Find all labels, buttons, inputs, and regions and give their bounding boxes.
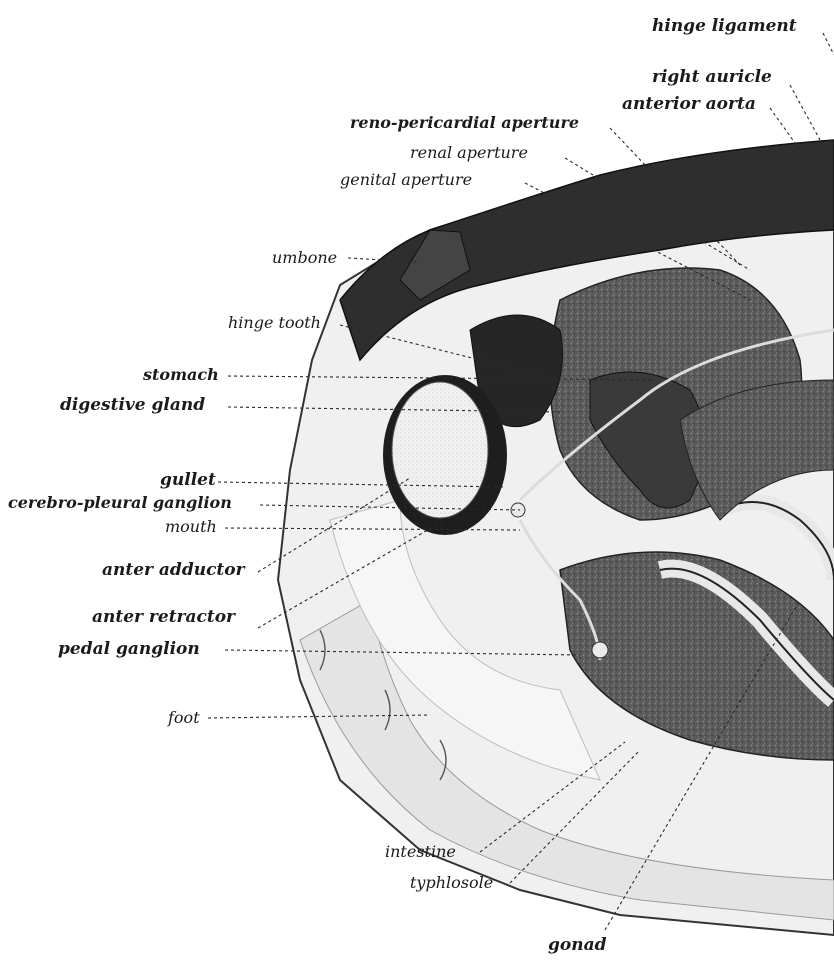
label-cerebro-pleural-ganglion: cerebro-pleural ganglion	[8, 493, 232, 512]
label-hinge-ligament: hinge ligament	[652, 16, 797, 36]
label-right-auricle: right auricle	[652, 67, 772, 87]
label-anterior-aorta: anterior aorta	[622, 94, 756, 114]
label-hinge-tooth: hinge tooth	[228, 313, 321, 332]
label-stomach: stomach	[142, 365, 219, 384]
label-anter-adductor: anter adductor	[102, 560, 246, 580]
label-intestine: intestine	[385, 842, 456, 861]
label-gullet: gullet	[160, 470, 216, 490]
label-foot: foot	[167, 708, 200, 727]
label-pedal-ganglion: pedal ganglion	[58, 639, 200, 659]
label-typhlosole: typhlosole	[410, 873, 493, 892]
label-reno-pericardial-aperture: reno-pericardial aperture	[350, 113, 579, 132]
label-gonad: gonad	[548, 935, 607, 955]
label-anter-retractor: anter retractor	[92, 607, 236, 627]
label-digestive-gland: digestive gland	[60, 395, 205, 415]
label-umbone: umbone	[272, 248, 337, 267]
pedal-ganglion-node	[592, 642, 608, 658]
label-genital-aperture: genital aperture	[340, 170, 472, 189]
label-mouth: mouth	[165, 517, 217, 536]
mouth-oval-inner	[392, 382, 488, 518]
label-renal-aperture: renal aperture	[410, 143, 528, 162]
